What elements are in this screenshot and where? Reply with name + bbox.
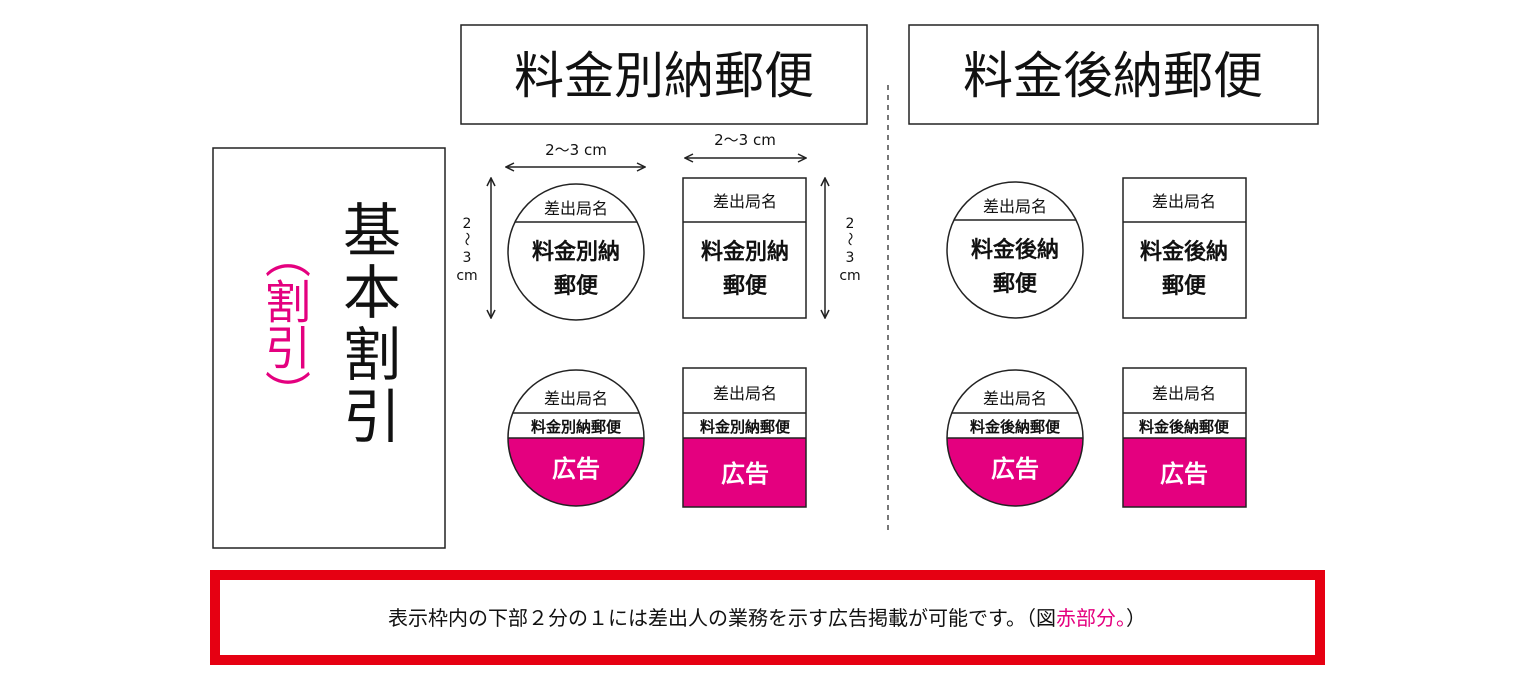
basic-discount-box: 基本割引 （割引） — [212, 147, 446, 549]
separate-mark-square: 差出局名 料金別納 郵便 — [682, 177, 807, 319]
svg-text:差出局名: 差出局名 — [544, 199, 608, 218]
svg-text:料金後納: 料金後納 — [971, 237, 1059, 263]
svg-text:3: 3 — [846, 250, 855, 266]
svg-text:料金別納: 料金別納 — [701, 239, 789, 265]
dimension-annotations — [491, 158, 825, 318]
discount-sub-text: （割引） — [258, 232, 312, 416]
separate-mark-circle: 差出局名 料金別納 郵便 — [507, 183, 645, 321]
height-label-left: 2 ～ 3 cm — [456, 216, 477, 284]
deferred-mark-circle: 差出局名 料金後納 郵便 — [946, 181, 1084, 319]
svg-text:料金別納郵便: 料金別納郵便 — [700, 418, 791, 436]
svg-text:差出局名: 差出局名 — [983, 389, 1047, 408]
height-label-right: 2 ～ 3 cm — [839, 216, 860, 284]
svg-text:～: ～ — [841, 232, 857, 246]
svg-text:広告: 広告 — [552, 455, 600, 483]
separate-ad-mark-circle: 差出局名 料金別納郵便 広告 — [507, 369, 645, 507]
svg-text:cm: cm — [456, 268, 477, 284]
svg-text:郵便: 郵便 — [723, 274, 768, 299]
svg-text:差出局名: 差出局名 — [1152, 384, 1216, 403]
svg-text:差出局名: 差出局名 — [713, 384, 777, 403]
separate-ad-mark-square: 差出局名 料金別納郵便 広告 — [682, 367, 807, 508]
advertising-note-box: 表示枠内の下部２分の１には差出人の業務を示す広告掲載が可能です。（図赤部分。） — [210, 570, 1325, 665]
svg-text:差出局名: 差出局名 — [713, 192, 777, 211]
svg-text:2: 2 — [463, 216, 472, 232]
width-label-circle: 2～3 cm — [545, 141, 607, 159]
svg-text:郵便: 郵便 — [1162, 274, 1207, 299]
svg-text:料金後納: 料金後納 — [1140, 239, 1228, 265]
svg-text:3: 3 — [463, 250, 472, 266]
deferred-mark-square: 差出局名 料金後納 郵便 — [1122, 177, 1247, 319]
basic-discount-text: 基本割引 — [333, 200, 401, 448]
svg-text:広告: 広告 — [991, 455, 1039, 483]
svg-text:差出局名: 差出局名 — [1152, 192, 1216, 211]
svg-text:郵便: 郵便 — [554, 274, 599, 299]
svg-text:料金後納郵便: 料金後納郵便 — [970, 418, 1061, 436]
svg-text:料金別納郵便: 料金別納郵便 — [531, 418, 622, 436]
svg-text:2: 2 — [846, 216, 855, 232]
title-deferred-text: 料金後納郵便 — [963, 47, 1263, 105]
svg-text:cm: cm — [839, 268, 860, 284]
svg-text:差出局名: 差出局名 — [544, 389, 608, 408]
svg-text:料金別納: 料金別納 — [532, 239, 620, 265]
title-separate-payment: 料金別納郵便 — [460, 24, 868, 125]
deferred-ad-mark-square: 差出局名 料金後納郵便 広告 — [1122, 367, 1247, 508]
title-deferred-payment: 料金後納郵便 — [908, 24, 1319, 125]
deferred-ad-mark-circle: 差出局名 料金後納郵便 広告 — [946, 369, 1084, 507]
svg-text:広告: 広告 — [1160, 460, 1208, 488]
svg-text:差出局名: 差出局名 — [983, 197, 1047, 216]
advertising-note-text: 表示枠内の下部２分の１には差出人の業務を示す広告掲載が可能です。（図赤部分。） — [388, 606, 1146, 630]
svg-text:料金後納郵便: 料金後納郵便 — [1139, 418, 1230, 436]
svg-text:郵便: 郵便 — [993, 272, 1038, 297]
width-label-square: 2～3 cm — [714, 131, 776, 149]
svg-text:広告: 広告 — [721, 460, 769, 488]
title-separate-text: 料金別納郵便 — [514, 47, 814, 105]
svg-text:～: ～ — [458, 232, 474, 246]
